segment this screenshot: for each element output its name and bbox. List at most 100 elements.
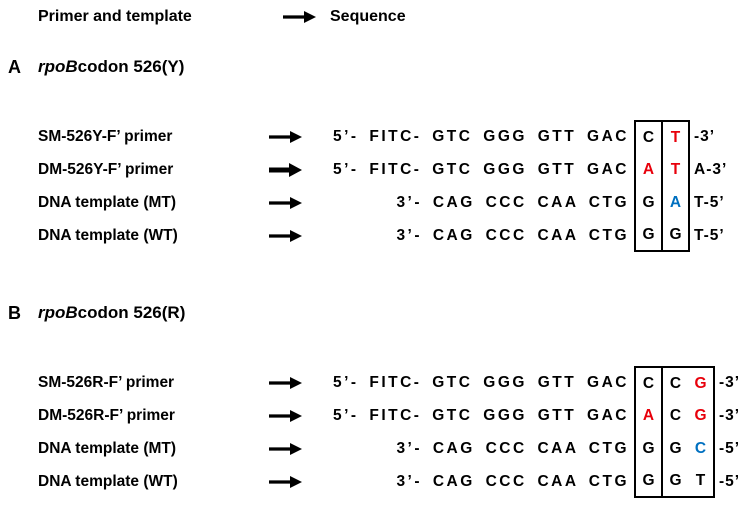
row-label: DNA template (MT) (38, 193, 177, 211)
section-title-text: codon 526(R) (77, 303, 186, 322)
sequence-base: G (669, 471, 682, 489)
sequence-prefix: 3’- CAG CCC CAA CTG (396, 472, 629, 490)
row-label: SM-526R-F’ primer (38, 373, 175, 391)
sequence-prefix: 3’- CAG CCC CAA CTG (396, 439, 629, 457)
sequence-prefix: 5’- FITC- GTC GGG GTT GAC (332, 406, 629, 424)
mutation-box: C (634, 366, 663, 399)
sequence-base: C (669, 406, 682, 424)
mutation-box: T (663, 153, 690, 186)
figure-header: Primer and template Sequence (0, 4, 406, 30)
sequence-base: G (694, 406, 707, 424)
sequence-suffix: -3’ (719, 406, 741, 424)
sequence-base: G (642, 439, 655, 457)
sequence-row: SM-526Y-F’ primer 5’- FITC- GTC GGG GTT G… (0, 120, 755, 153)
sequence-base: G (694, 374, 707, 392)
sequence-base: A (642, 406, 655, 424)
sequence-suffix: -3’ (719, 373, 741, 391)
arrow-icon (268, 153, 330, 186)
sequence-base: A (642, 160, 655, 178)
mutation-box: G (634, 219, 663, 252)
arrow-icon (268, 399, 330, 432)
arrow-icon (268, 432, 330, 465)
sequence-prefix: 5’- FITC- GTC GGG GTT GAC (332, 373, 629, 391)
sequence-base: C (694, 439, 707, 457)
sequence-row: SM-526R-F’ primer 5’- FITC- GTC GGG GTT G… (0, 366, 755, 399)
arrow-icon (268, 465, 330, 498)
gene-name: rpoB (38, 57, 78, 76)
row-label: DNA template (MT) (38, 439, 177, 457)
sequence-rows: SM-526R-F’ primer 5’- FITC- GTC GGG GTT G… (0, 366, 755, 498)
sequence-base: G (642, 225, 655, 243)
sequence-base: C (642, 374, 655, 392)
sequence-suffix: -3’ (694, 127, 716, 145)
arrow-icon (268, 366, 330, 399)
sequence-row: DM-526R-F’ primer 5’- FITC- GTC GGG GTT G… (0, 399, 755, 432)
sequence-base: C (669, 374, 682, 392)
section-title-text: codon 526(Y) (77, 57, 185, 76)
sequence-prefix: 3’- CAG CCC CAA CTG (396, 193, 629, 211)
header-primer-template-label: Primer and template (38, 8, 192, 25)
sequence-prefix: 5’- FITC- GTC GGG GTT GAC (332, 127, 629, 145)
sequence-base: G (669, 439, 682, 457)
mutation-box: G (634, 186, 663, 219)
sequence-base: A (669, 193, 682, 211)
mutation-box: G (663, 219, 690, 252)
sequence-prefix: 3’- CAG CCC CAA CTG (396, 226, 629, 244)
row-label: DNA template (WT) (38, 226, 178, 244)
mutation-box: A (663, 186, 690, 219)
mutation-box: G (634, 432, 663, 465)
arrow-icon (268, 186, 330, 219)
row-label: DNA template (WT) (38, 472, 178, 490)
section-marker: B (8, 302, 21, 323)
arrow-icon (268, 219, 330, 252)
gene-name: rpoB (38, 303, 78, 322)
sequence-suffix: A-3’ (694, 160, 728, 178)
sequence-suffix: -5’ (719, 472, 741, 490)
sequence-prefix: 5’- FITC- GTC GGG GTT GAC (332, 160, 629, 178)
sequence-base: G (642, 193, 655, 211)
sequence-suffix: T-5’ (694, 226, 725, 244)
sequence-base: G (669, 225, 682, 243)
sequence-base: T (670, 160, 681, 178)
mutation-box: A (634, 399, 663, 432)
mutation-box: A (634, 153, 663, 186)
sequence-suffix: T-5’ (694, 193, 725, 211)
sequence-suffix: -5’ (719, 439, 741, 457)
mutation-box: T (663, 120, 690, 153)
arrow-icon (282, 9, 330, 25)
row-label: DM-526R-F’ primer (38, 406, 175, 424)
row-label: SM-526Y-F’ primer (38, 127, 173, 145)
section-marker: A (8, 56, 21, 77)
header-sequence-label: Sequence (330, 8, 406, 25)
arrow-icon (268, 120, 330, 153)
sequence-base: T (695, 471, 706, 489)
mutation-box: G (634, 465, 663, 498)
mutation-box: C (634, 120, 663, 153)
sequence-rows: SM-526Y-F’ primer 5’- FITC- GTC GGG GTT G… (0, 120, 755, 252)
sequence-base: G (642, 471, 655, 489)
sequence-base: C (642, 128, 655, 146)
sequence-base: T (670, 128, 681, 146)
